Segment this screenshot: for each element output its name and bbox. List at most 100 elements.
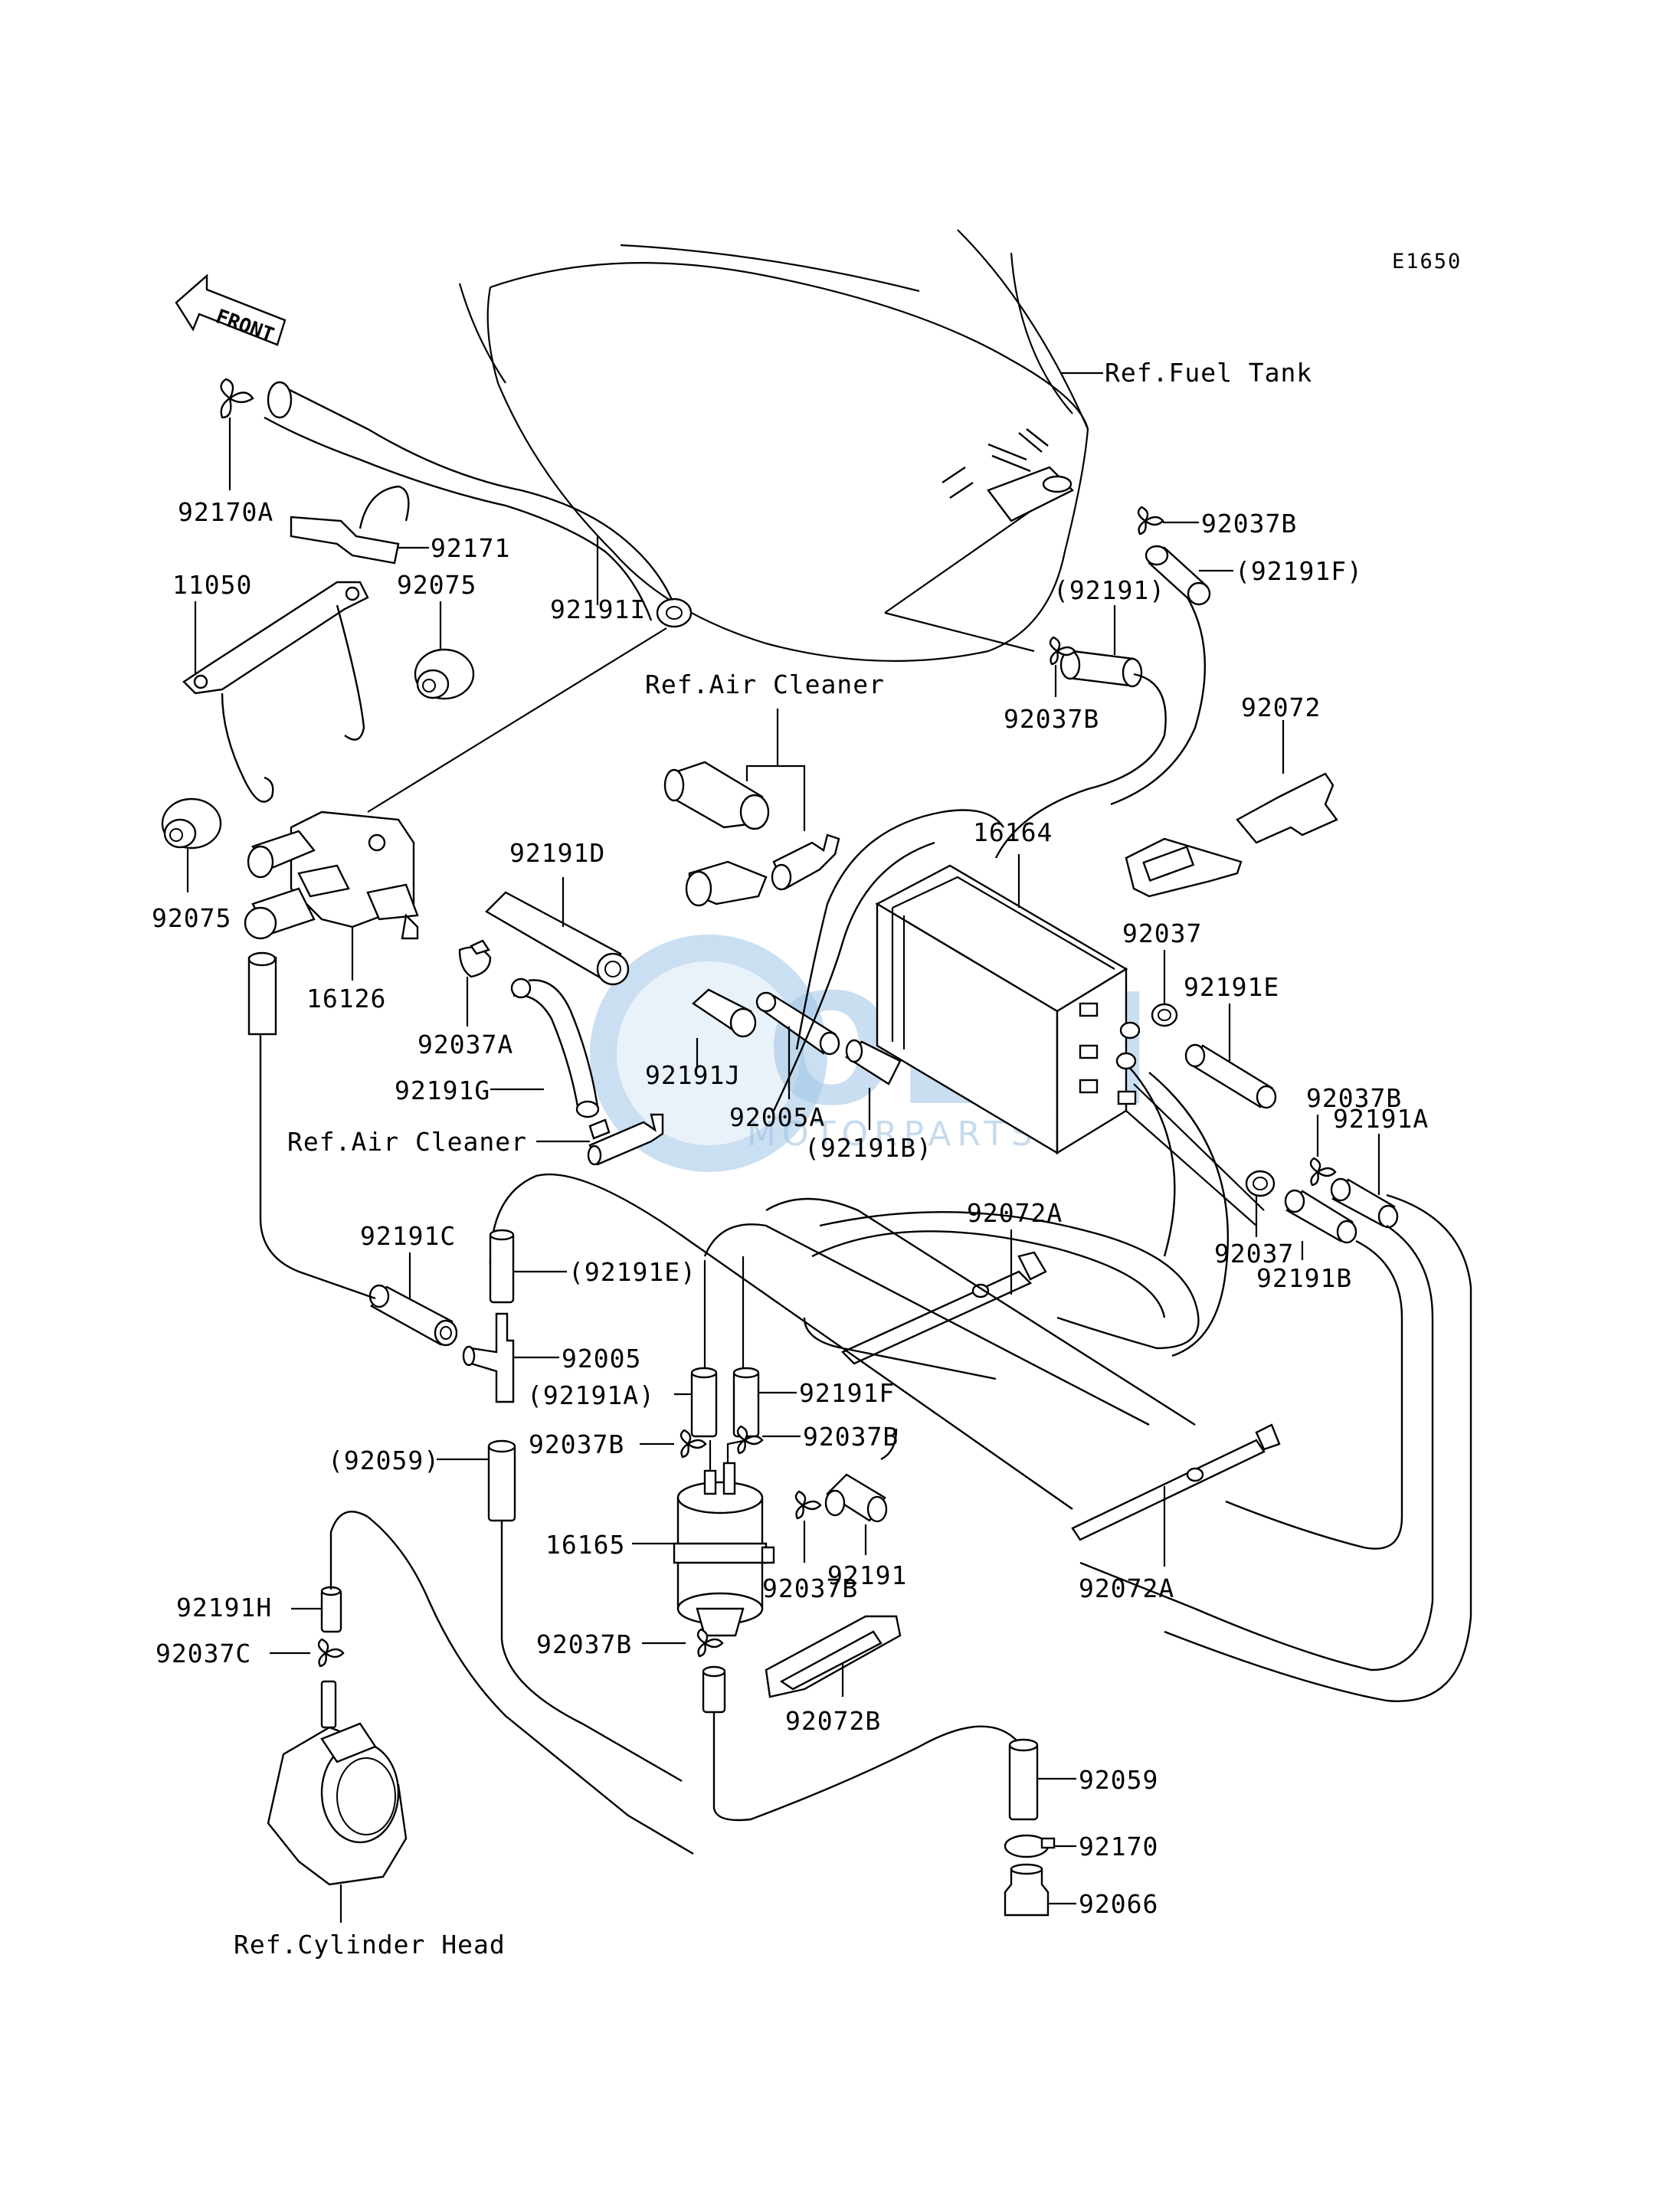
part-16164-label: 16164 (973, 817, 1053, 847)
part-92075-top: 92075 (397, 570, 476, 700)
part-92171-label: 92171 (431, 533, 510, 563)
part-92037B-a: 92037B (1137, 506, 1297, 539)
part-92170-label: 92170 (1079, 1832, 1158, 1861)
part-92191B-upper-label: (92191B) (804, 1133, 932, 1163)
part-92191B-right-label: 92191B (1256, 1263, 1352, 1293)
part-92191A-right: 92191A (1330, 1104, 1429, 1229)
part-92059-left-label: (92059) (328, 1446, 440, 1475)
part-92037B-c-label: 92037B (1306, 1083, 1402, 1113)
part-92170: 92170 (1004, 1832, 1158, 1861)
part-92191E-lower-label: (92191E) (568, 1257, 696, 1287)
part-92005-label: 92005 (562, 1344, 641, 1374)
part-92072A-upper-label: 92072A (967, 1198, 1063, 1228)
watermark-subtitle: MOTORPARTS (747, 1115, 1039, 1154)
part-92037B-g-label: 92037B (536, 1629, 632, 1659)
part-92191C: 92191C (259, 1011, 458, 1347)
part-92072A-upper: 92072A (840, 1198, 1063, 1365)
part-92037B-b: 92037B (1004, 636, 1099, 734)
part-92037B-f-label: 92037B (762, 1573, 858, 1603)
part-92191D: 92191D (485, 838, 630, 986)
part-92072B-label: 92072B (785, 1706, 881, 1736)
left-tube (247, 951, 277, 1036)
part-92075-left: 92075 (152, 797, 231, 933)
part-92191H-label: 92191H (176, 1593, 272, 1622)
part-92075-top-label: 92075 (397, 570, 476, 600)
part-92191G: 92191G (395, 977, 600, 1118)
vent-hoses (772, 597, 1229, 1357)
part-92072-top: 92072 (1125, 692, 1338, 898)
middle-hoses (489, 1173, 1196, 1510)
part-92191C-label: 92191C (360, 1221, 456, 1251)
part-11050: 11050 (172, 570, 369, 803)
part-92191A-right-label: 92191A (1333, 1104, 1429, 1134)
part-92037-b-label: 92037 (1214, 1239, 1294, 1269)
part-92037B-c: 92037B (1306, 1083, 1402, 1187)
part-92191E: 92191E (1184, 972, 1279, 1109)
part-92037B-e-label: 92037B (803, 1422, 899, 1452)
ref-air-cleaner-mid-label: Ref.Air Cleaner (287, 1127, 527, 1157)
part-92170A: 92170A (178, 378, 273, 527)
part-92072B: 92072B (765, 1615, 902, 1736)
diagram-code: E1650 (1392, 250, 1462, 273)
part-92037-b: 92037 (1214, 1170, 1294, 1269)
part-92191B-upper: (92191B) (804, 1039, 932, 1163)
part-92191F-upper-label: (92191F) (1235, 556, 1363, 586)
part-16165-label: 16165 (545, 1530, 625, 1560)
hose-92191I: 92191I (264, 381, 693, 628)
part-92059-left: (92059) (328, 1439, 683, 1783)
part-92191E-lower: (92191E) (489, 1229, 696, 1304)
part-92037B-g: 92037B (536, 1628, 1020, 1822)
part-92037B-d: 92037B (529, 1429, 707, 1459)
part-92191A-middle: (92191A) (527, 1367, 718, 1438)
part-92072-label: 92072 (1241, 692, 1321, 722)
part-92170A-label: 92170A (178, 497, 273, 527)
front-arrow-icon: FRONT (175, 273, 287, 347)
part-92066: 92066 (1004, 1863, 1158, 1919)
part-92072A-lower: 92072A (1071, 1423, 1281, 1603)
part-92191H: 92191H (176, 1511, 694, 1855)
part-92191-lower: 92191 (824, 1473, 907, 1590)
outer-hoses (1079, 1193, 1472, 1702)
part-92037A-label: 92037A (418, 1030, 513, 1059)
part-92191F-middle-label: 92191F (799, 1378, 895, 1408)
part-92191A-middle-label: (92191A) (527, 1380, 655, 1410)
part-92191J-label: 92191J (645, 1060, 741, 1090)
ref-cylinder-head-label: Ref.Cylinder Head (234, 1930, 506, 1960)
part-92037B-e: 92037B (736, 1422, 899, 1461)
part-92037-a-label: 92037 (1122, 918, 1202, 948)
part-92191G-label: 92191G (395, 1076, 490, 1105)
part-92191B-right: 92191B (1256, 1189, 1357, 1293)
part-92191J: 92191J (645, 988, 757, 1090)
part-92191D-label: 92191D (509, 838, 605, 868)
part-92066-label: 92066 (1079, 1889, 1158, 1919)
part-16165: 16165 (545, 1439, 775, 1637)
part-92191-lower-label: 92191 (827, 1560, 907, 1590)
part-92037B-b-label: 92037B (1004, 704, 1099, 734)
fuel-tank: Ref.Fuel Tank (458, 229, 1312, 662)
part-92191I-label: 92191I (550, 594, 646, 624)
part-92037-a: 92037 (1122, 918, 1202, 1027)
part-16126-label: 16126 (306, 984, 386, 1013)
part-92037C-label: 92037C (156, 1639, 251, 1668)
part-92191F-middle: 92191F (732, 1367, 895, 1438)
part-92037A: 92037A (418, 939, 513, 1059)
part-92075-left-label: 92075 (152, 903, 231, 933)
part-92191E-label: 92191E (1184, 972, 1279, 1002)
part-92005A-label: 92005A (729, 1102, 825, 1132)
part-92191-upper-label: (92191) (1053, 575, 1165, 605)
part-92072A-lower-label: 92072A (1079, 1573, 1174, 1603)
part-16126: 16126 (244, 627, 667, 1013)
air-cleaner-connectors: Ref.Air Cleaner (645, 670, 885, 907)
part-16164: 16164 (875, 817, 1265, 1226)
part-92191F-upper: (92191F) (1145, 545, 1363, 606)
part-92059-bottom: 92059 (1008, 1738, 1158, 1821)
part-92037B-f: 92037B (762, 1490, 858, 1603)
part-92037B-d-label: 92037B (529, 1429, 624, 1459)
part-92037B-a-label: 92037B (1201, 509, 1297, 539)
cylinder-head-intake: Ref.Cylinder Head (234, 1680, 506, 1960)
part-11050-label: 11050 (172, 570, 252, 600)
ref-air-cleaner-top-label: Ref.Air Cleaner (645, 670, 885, 699)
part-92005: 92005 (462, 1312, 641, 1403)
part-92191-upper: (92191) (1053, 575, 1165, 688)
